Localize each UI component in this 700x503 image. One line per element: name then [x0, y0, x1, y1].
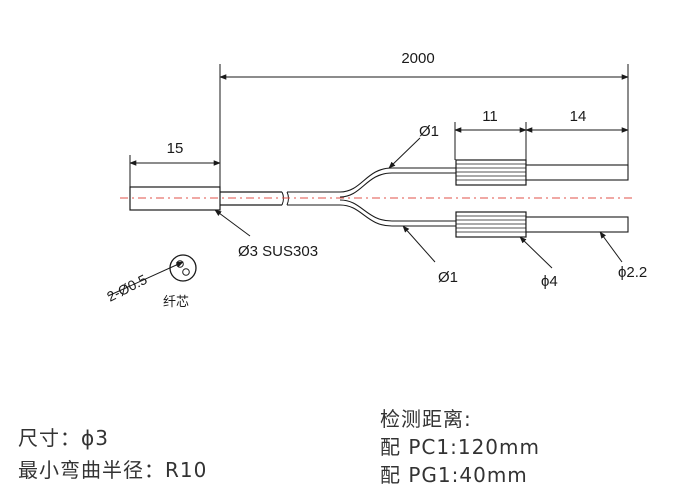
tail-diameter: ϕ2.2	[618, 264, 647, 281]
core-count-label: 2-Ø0.5	[104, 271, 150, 305]
dim-11-label: 11	[482, 108, 498, 125]
bottom-fiber-diameter: Ø1	[438, 269, 458, 286]
probe-end-view	[169, 254, 197, 282]
detect-distance-pc1: 配 PC1:120mm	[380, 435, 540, 459]
detect-distance-pg1: 配 PG1:40mm	[380, 463, 528, 487]
fiber-cable	[287, 167, 456, 227]
top-fiber-diameter: Ø1	[419, 123, 439, 140]
dim-14-label: 14	[570, 108, 587, 125]
size-note: 尺寸：ϕ3	[18, 426, 109, 450]
connector-top	[455, 159, 527, 186]
connector-bottom	[455, 211, 527, 238]
dim-2000-label: 2000	[401, 50, 434, 67]
connector-diameter: ϕ4	[541, 273, 558, 290]
probe-spec: Ø3 SUS303	[238, 243, 318, 260]
detect-distance-title: 检测距离:	[380, 407, 472, 431]
fiber-tails	[525, 164, 629, 233]
dimension-lines	[129, 74, 629, 166]
bend-radius-note: 最小弯曲半径：R10	[18, 458, 208, 482]
core-label: 纤芯	[163, 295, 189, 310]
dim-15-label: 15	[167, 140, 184, 157]
